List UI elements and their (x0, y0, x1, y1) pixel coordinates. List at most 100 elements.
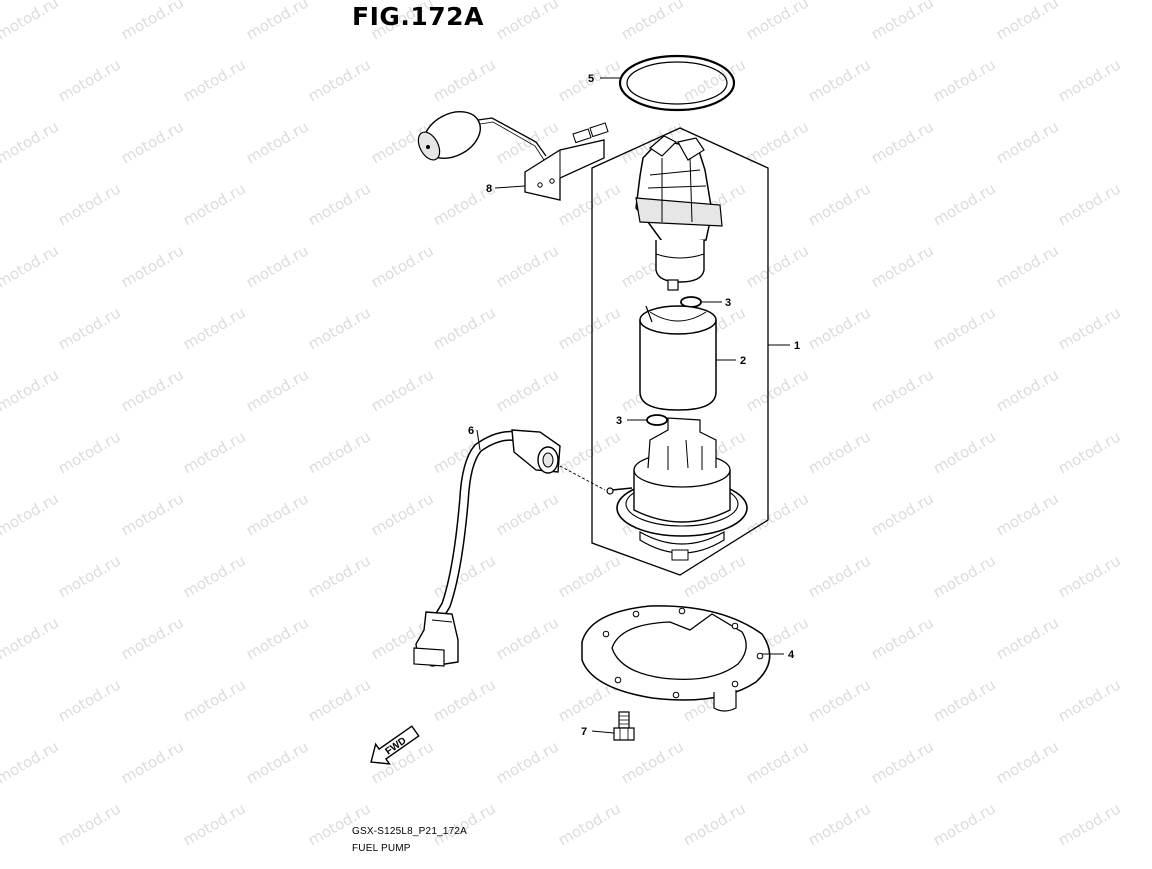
watermark-text: motod.ru (118, 613, 187, 663)
figure-name: FUEL PUMP (352, 843, 411, 854)
leader-lines (476, 77, 790, 734)
watermark-text: motod.ru (1055, 675, 1124, 725)
callout-7: 7 (581, 726, 587, 738)
watermark-text: motod.ru (0, 613, 62, 663)
watermark-text: motod.ru (430, 303, 499, 353)
watermark-text: motod.ru (180, 303, 249, 353)
watermark-text: motod.ru (368, 365, 437, 415)
figure-title: FIG.172A (352, 2, 484, 31)
callout-5: 5 (588, 73, 594, 85)
watermark-text: motod.ru (55, 675, 124, 725)
part-small-o-ring-lower (646, 414, 668, 426)
part-o-ring (618, 54, 736, 112)
watermark-text: motod.ru (805, 179, 874, 229)
watermark-text: motod.ru (993, 489, 1062, 539)
watermark-text: motod.ru (743, 737, 812, 787)
callout-6: 6 (468, 425, 474, 437)
figure-code: GSX-S125L8_P21_172A (352, 826, 467, 837)
watermark-text: motod.ru (555, 179, 624, 229)
watermark-text: motod.ru (1055, 427, 1124, 477)
callout-3-upper: 3 (725, 297, 731, 309)
watermark-text: motod.ru (55, 179, 124, 229)
watermark-text: motod.ru (743, 241, 812, 291)
watermark-text: motod.ru (993, 737, 1062, 787)
watermark-text: motod.ru (118, 365, 187, 415)
watermark-text: motod.ru (930, 799, 999, 849)
watermark-text: motod.ru (118, 117, 187, 167)
watermark-text: motod.ru (180, 179, 249, 229)
part-fuel-level-sender (417, 111, 609, 201)
watermark-text: motod.ru (180, 55, 249, 105)
watermark-text: motod.ru (368, 489, 437, 539)
watermark-text: motod.ru (180, 675, 249, 725)
watermark-text: motod.ru (868, 489, 937, 539)
forward-direction-arrow: FWD (370, 725, 420, 765)
watermark-text: motod.ru (805, 551, 874, 601)
watermark-text: motod.ru (180, 427, 249, 477)
callout-2: 2 (740, 355, 746, 367)
watermark-text: motod.ru (243, 613, 312, 663)
watermark-text: motod.ru (868, 737, 937, 787)
watermark-text: motod.ru (930, 427, 999, 477)
part-pump-housing (606, 417, 748, 561)
watermark-text: motod.ru (55, 303, 124, 353)
watermark-text: motod.ru (930, 55, 999, 105)
watermark-text: motod.ru (55, 55, 124, 105)
watermark-text: motod.ru (243, 737, 312, 787)
watermark-text: motod.ru (493, 365, 562, 415)
watermark-text: motod.ru (368, 241, 437, 291)
part-fuel-filter (639, 305, 717, 411)
watermark-text: motod.ru (305, 799, 374, 849)
watermark-text: motod.ru (993, 365, 1062, 415)
watermark-text: motod.ru (993, 0, 1062, 43)
watermark-text: motod.ru (430, 55, 499, 105)
watermark-text: motod.ru (868, 117, 937, 167)
watermark-text: motod.ru (305, 427, 374, 477)
watermark-text: motod.ru (55, 427, 124, 477)
watermark-text: motod.ru (180, 799, 249, 849)
watermark-text: motod.ru (555, 799, 624, 849)
watermark-text: motod.ru (993, 241, 1062, 291)
watermark-text: motod.ru (743, 489, 812, 539)
watermark-text: motod.ru (930, 551, 999, 601)
assembly-outline (591, 127, 769, 576)
watermark-text: motod.ru (805, 55, 874, 105)
watermark-text: motod.ru (118, 0, 187, 43)
watermark-text: motod.ru (1055, 799, 1124, 849)
callout-4: 4 (788, 649, 795, 661)
watermark-text: motod.ru (805, 799, 874, 849)
watermark-text: motod.ru (118, 737, 187, 787)
part-fuel-hose (413, 429, 606, 667)
watermark-text: motod.ru (555, 551, 624, 601)
watermark-text: motod.ru (430, 675, 499, 725)
watermark-text: motod.ru (1055, 551, 1124, 601)
callout-1: 1 (794, 340, 800, 352)
watermark-text: motod.ru (180, 551, 249, 601)
watermark-text: motod.ru (0, 489, 62, 539)
watermark-text: motod.ru (993, 613, 1062, 663)
watermark-text: motod.ru (618, 0, 687, 43)
watermark-text: motod.ru (0, 737, 62, 787)
watermark-text: motod.ru (680, 799, 749, 849)
watermark-text: motod.ru (0, 241, 62, 291)
part-gasket-plate (581, 605, 771, 712)
watermark-text: motod.ru (305, 179, 374, 229)
watermark-text: motod.ru (805, 303, 874, 353)
watermark-text: motod.ru (243, 0, 312, 43)
watermark-text: motod.ru (1055, 303, 1124, 353)
watermark-text: motod.ru (0, 117, 62, 167)
watermark-text: motod.ru (743, 0, 812, 43)
watermark-text: motod.ru (305, 55, 374, 105)
watermark-text: motod.ru (743, 365, 812, 415)
watermark-text: motod.ru (1055, 179, 1124, 229)
watermark-text: motod.ru (305, 551, 374, 601)
watermark-text: motod.ru (305, 303, 374, 353)
watermark-text: motod.ru (743, 117, 812, 167)
watermark-text: motod.ru (0, 365, 62, 415)
watermark-text: motod.ru (930, 179, 999, 229)
watermark-text: motod.ru (243, 117, 312, 167)
watermark-text: motod.ru (493, 0, 562, 43)
watermark-text: motod.ru (243, 365, 312, 415)
